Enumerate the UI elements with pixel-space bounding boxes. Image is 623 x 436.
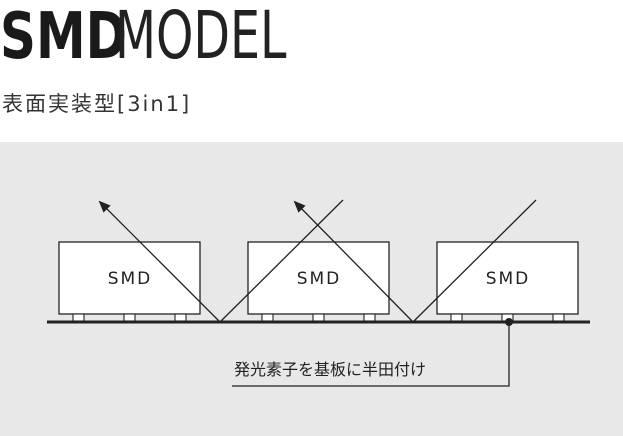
reflected-ray-arrow <box>98 200 221 323</box>
reflected-ray-arrow <box>293 200 414 323</box>
chip-label: SMD <box>108 269 153 289</box>
solder-annotation: 発光素子を基板に半田付け <box>234 360 426 379</box>
callout-leader-line <box>232 322 510 387</box>
title-bold: SMD <box>0 0 128 74</box>
chip-pad <box>312 313 325 322</box>
chip-label: SMD <box>486 269 531 289</box>
smd-chip-3: SMD <box>436 241 579 322</box>
chip-pad <box>363 313 376 322</box>
chip-label: SMD <box>297 269 342 289</box>
chip-body <box>436 241 579 315</box>
chip-body <box>247 241 390 315</box>
title-light: MODEL <box>114 0 287 74</box>
chip-pad <box>261 313 274 322</box>
incident-ray-line <box>219 199 344 323</box>
smd-chip-1: SMD <box>58 241 201 322</box>
incident-ray-line <box>412 199 537 323</box>
page-title: SMDMODEL <box>0 0 353 76</box>
chip-pad <box>174 313 187 322</box>
chip-pad <box>450 313 463 322</box>
chip-pad <box>72 313 85 322</box>
page-subtitle: 表面実装型[3in1] <box>2 92 192 116</box>
chip-pad <box>552 313 565 322</box>
chip-pad <box>123 313 136 322</box>
smd-chip-2: SMD <box>247 241 390 322</box>
